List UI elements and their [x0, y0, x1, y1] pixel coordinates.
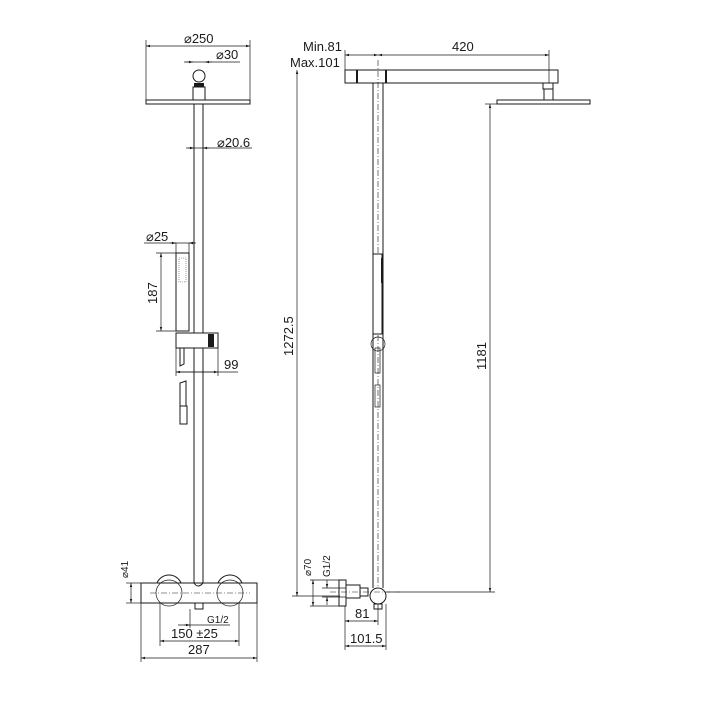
depth-long-label: 101.5: [350, 631, 383, 646]
dim-hand-shower-diameter: ⌀25: [144, 229, 196, 253]
head-height-label: 1181: [474, 342, 489, 370]
dim-connector-diameter: ⌀30: [184, 47, 240, 64]
dim-total-height: 1272.5: [281, 70, 340, 597]
mixer-diameter-label: ⌀41: [120, 560, 131, 578]
side-rain-head: [496, 82, 591, 105]
thermostatic-mixer: [140, 574, 258, 610]
dim-depth-long: 101.5: [345, 604, 387, 650]
dim-depth-short: 81: [344, 604, 379, 650]
dim-wall-plate-diameter: ⌀70: [303, 558, 339, 607]
side-view: Min.81 Max.101 420 1272.5 1181 ⌀70: [281, 39, 591, 650]
side-mixer: [330, 579, 400, 610]
dim-outlet-thread: G1/2: [178, 609, 230, 628]
arm-max-label: Max.101: [290, 55, 340, 70]
dim-mixer-diameter: ⌀41: [120, 560, 141, 604]
mixer-width-label: 287: [188, 642, 210, 657]
hand-shower-length-label: 187: [145, 282, 160, 304]
hand-shower-diameter-label: ⌀25: [146, 229, 168, 244]
center-distance-label: 150 ±25: [171, 626, 218, 641]
depth-short-label: 81: [355, 606, 369, 621]
dim-pipe-diameter: ⌀20.6: [186, 135, 252, 150]
rain-shower-head: [145, 69, 251, 105]
holder-projection-label: 99: [224, 357, 238, 372]
arm-length-label: 420: [452, 39, 474, 54]
outlet-thread-label: G1/2: [207, 615, 229, 626]
arm-min-label: Min.81: [303, 39, 342, 54]
dim-mixer-width: 287: [140, 603, 258, 662]
dim-inlet-thread: G1/2: [322, 555, 346, 605]
dim-hand-shower-length: 187: [145, 252, 176, 332]
dim-center-distance: 150 ±25: [159, 603, 240, 646]
total-height-label: 1272.5: [281, 316, 296, 356]
head-diameter-label: ⌀250: [184, 31, 214, 46]
wall-plate-diameter-label: ⌀70: [303, 558, 314, 576]
dim-holder-projection: 99: [175, 348, 238, 376]
side-riser-pipe: [370, 60, 386, 600]
dim-head-diameter: ⌀250: [145, 31, 251, 100]
connector-diameter-label: ⌀30: [216, 47, 238, 62]
dim-head-height: 1181: [386, 103, 497, 593]
dim-arm-min-max: Min.81 Max.101: [290, 39, 378, 70]
hand-shower: [175, 252, 219, 425]
dim-arm-length: 420: [378, 39, 550, 83]
shower-arm: [344, 69, 559, 84]
pipe-diameter-label: ⌀20.6: [217, 135, 250, 150]
inlet-thread-label: G1/2: [322, 555, 333, 577]
front-view: ⌀250 ⌀30 ⌀20.6: [120, 31, 258, 662]
